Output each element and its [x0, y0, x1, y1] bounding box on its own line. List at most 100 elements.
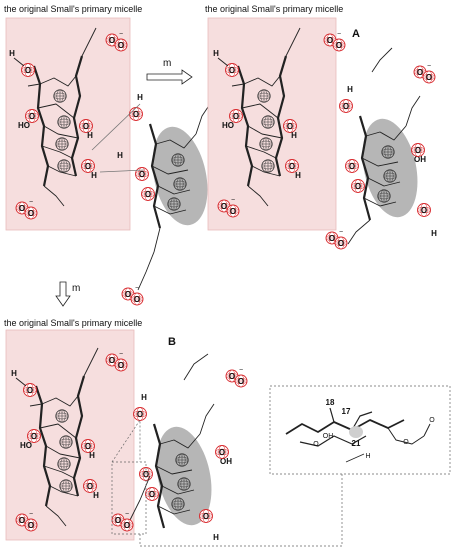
- hydrogen-highlight: [349, 426, 363, 438]
- oxygen-atom-icon: O: [417, 203, 431, 217]
- skeleton-chain: [39, 75, 77, 87]
- oxygen-label: O: [313, 441, 319, 448]
- oxygen-label: O: [287, 122, 293, 131]
- oxygen-atom-icon: O: [24, 518, 38, 532]
- skeleton-chain: [27, 83, 41, 87]
- skeleton-chain: [152, 423, 166, 529]
- methyl-group-icon: [383, 169, 397, 183]
- methyl-group-icon: [59, 435, 73, 449]
- selection-box-edge: [111, 418, 141, 463]
- methyl-group-icon: [377, 189, 391, 203]
- hydrophobic-face-ellipse: [156, 426, 212, 526]
- carboxylate-group: OO−: [121, 285, 144, 306]
- oxygen-atom-icon: O: [83, 479, 97, 493]
- methyl-group-icon: [177, 477, 191, 491]
- methyl-group-icon: [175, 453, 189, 467]
- oxygen-label: O: [87, 482, 93, 491]
- bond: [91, 103, 141, 151]
- side-chain: [129, 475, 151, 521]
- oxygen-label: O: [355, 182, 361, 191]
- skeleton-chain: [37, 103, 75, 119]
- hydrogen-label: H: [365, 453, 370, 460]
- charge-label: −: [337, 31, 341, 38]
- oxygen-label: O: [137, 410, 143, 419]
- skeleton-chain: [161, 485, 195, 495]
- oxygen-atom-icon: O: [145, 487, 159, 501]
- skeleton-chain: [157, 185, 191, 195]
- oxygen-label: O: [29, 112, 35, 121]
- oxygen-label: O: [426, 73, 432, 82]
- connector-line: [139, 474, 343, 547]
- hydroxyl-label: OH: [414, 155, 426, 164]
- side-chain: [347, 219, 371, 245]
- oxygen-label: O: [28, 209, 34, 218]
- charge-label: −: [119, 351, 123, 358]
- oxygen-label: O: [343, 102, 349, 111]
- skeleton-chain: [45, 445, 81, 459]
- oxygen-label: O: [118, 361, 124, 370]
- hydrogen-label: H: [87, 131, 93, 140]
- oxygen-atom-icon: O: [334, 236, 348, 250]
- charge-label: −: [119, 31, 123, 38]
- hydrogen-label: H: [213, 49, 219, 58]
- oxygen-label: O: [229, 66, 235, 75]
- skeleton-chain: [423, 423, 431, 437]
- skeleton-chain: [153, 205, 187, 215]
- skeleton-chain: [365, 125, 407, 141]
- skeleton-chain: [243, 75, 281, 87]
- skeleton-chain: [159, 433, 201, 449]
- oxygen-atom-icon: O: [114, 38, 128, 52]
- skeleton-chain: [39, 423, 77, 439]
- caption-top-right: the original Small's primary micelle: [205, 4, 344, 14]
- skeleton-chain: [155, 133, 197, 149]
- skeleton-chain: [45, 505, 67, 527]
- oxygen-atom-icon: O: [21, 63, 35, 77]
- skeleton-chain: [363, 197, 397, 207]
- oxygen-label: O: [415, 146, 421, 155]
- carboxylate-group: OO−: [111, 511, 134, 532]
- oxygen-label: O: [83, 122, 89, 131]
- methyl-group-icon: [57, 457, 71, 471]
- methyl-group-icon: [261, 159, 275, 173]
- skeleton-chain: [367, 177, 401, 187]
- side-chain: [183, 353, 209, 381]
- methyl-group-icon: [59, 479, 73, 493]
- skeleton-chain: [247, 185, 269, 207]
- hydrogen-label: H: [141, 393, 147, 402]
- oxygen-label: O: [149, 490, 155, 499]
- arrow-right-icon: [146, 69, 193, 85]
- skeleton-chain: [41, 145, 73, 159]
- oxygen-label: O: [338, 239, 344, 248]
- oxygen-atom-icon: O: [234, 374, 248, 388]
- skeleton-chain: [43, 125, 79, 139]
- arrow-down-label: m: [72, 283, 81, 294]
- methyl-group-icon: [171, 153, 185, 167]
- hydrogen-label: H: [295, 171, 301, 180]
- methyl-group-icon: [381, 145, 395, 159]
- hydroxyl-label: OH: [220, 457, 232, 466]
- oxygen-atom-icon: O: [199, 509, 213, 523]
- carboxylate-group: OO−: [413, 63, 436, 84]
- oxygen-label: O: [139, 170, 145, 179]
- oxygen-atom-icon: O: [27, 429, 41, 443]
- carboxylate-group: OO−: [325, 229, 348, 250]
- hydrogen-label: H: [347, 85, 353, 94]
- skeleton-chain: [49, 485, 79, 497]
- skeleton-chain: [47, 165, 77, 177]
- skeleton-chain: [351, 411, 373, 431]
- hydroxyl-label: HO: [20, 441, 32, 450]
- methyl-group-icon: [55, 137, 69, 151]
- side-chain: [83, 347, 99, 377]
- skeleton-chain: [299, 435, 367, 447]
- oxygen-label: O: [28, 521, 34, 530]
- oxygen-label: O: [109, 36, 115, 45]
- oxygen-label: O: [145, 190, 151, 199]
- charge-label: −: [135, 285, 139, 292]
